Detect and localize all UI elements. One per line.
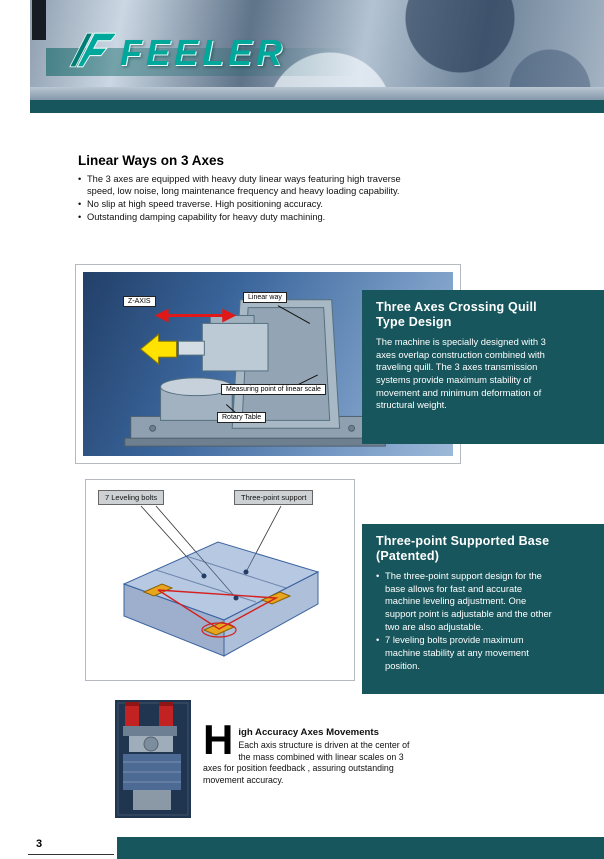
z-axis-label: Z-AXIS <box>123 296 156 307</box>
bullet-item: The 3 axes are equipped with heavy duty … <box>78 173 430 197</box>
section-linear-ways-bullets: The 3 axes are equipped with heavy duty … <box>78 173 430 223</box>
figure-base-model: 7 Leveling bolts Three-point support <box>85 479 355 681</box>
footer-teal-bar <box>117 837 604 859</box>
bullet-item: 7 leveling bolts provide maximum machine… <box>376 634 558 672</box>
measuring-point-label: Measuring point of linear scale <box>221 384 326 395</box>
linear-way-label: Linear way <box>243 292 287 303</box>
panel-quill-design: Three Axes Crossing Quill Type Design Th… <box>362 290 604 444</box>
section-high-accuracy: H igh Accuracy Axes Movements Each axis … <box>203 716 418 786</box>
section-high-accuracy-body: Each axis structure is driven at the cen… <box>203 740 410 785</box>
rotary-table-label: Rotary Table <box>217 412 267 423</box>
bullet-item: The three-point support design for the b… <box>376 570 558 633</box>
header-dark-strip <box>32 0 46 40</box>
base-illustration <box>122 505 320 657</box>
panel-supported-base-bullets: The three-point support design for the b… <box>376 570 558 673</box>
feeler-logo-icon <box>60 28 118 77</box>
panel-supported-base: Three-point Supported Base (Patented) Th… <box>362 524 604 694</box>
section-linear-ways: Linear Ways on 3 Axes The 3 axes are equ… <box>78 153 430 224</box>
bullet-item: No slip at high speed traverse. High pos… <box>78 198 430 210</box>
leveling-bolts-label: 7 Leveling bolts <box>98 490 165 505</box>
figure-axis-photo <box>115 700 191 818</box>
bullet-item: Outstanding damping capability for heavy… <box>78 211 430 223</box>
panel-quill-design-title: Three Axes Crossing Quill Type Design <box>376 300 537 329</box>
header-teal-band <box>30 100 604 113</box>
three-point-triangle-icon <box>157 589 279 630</box>
spindle-direction-arrow-icon <box>139 333 177 366</box>
brand-logo: FEELER <box>60 28 286 77</box>
page-number-rule <box>28 854 114 855</box>
panel-supported-base-title: Three-point Supported Base (Patented) <box>376 534 550 563</box>
axis-structure-illustration <box>115 700 191 818</box>
three-point-support-label: Three-point support <box>234 490 314 505</box>
page-number: 3 <box>36 838 43 850</box>
header-metal-band <box>30 87 604 100</box>
brand-logo-text: FEELER <box>120 31 287 73</box>
panel-quill-design-body: The machine is specially designed with 3… <box>376 336 546 411</box>
header-banner: FEELER <box>30 0 604 100</box>
section-linear-ways-title: Linear Ways on 3 Axes <box>78 153 225 168</box>
dropcap-h: H <box>203 716 234 763</box>
z-axis-arrow-icon <box>154 308 237 323</box>
section-high-accuracy-title: igh Accuracy Axes Movements <box>238 727 379 738</box>
